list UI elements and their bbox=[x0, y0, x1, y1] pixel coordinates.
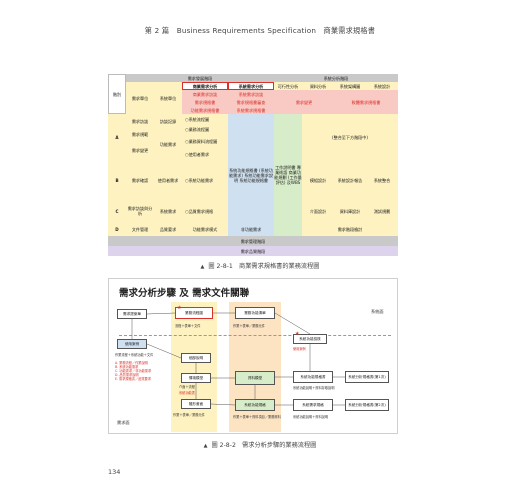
middle-column: 系統功能規格書 (系統功能需求) 系統功能需求說明 系統功能規格書 bbox=[228, 114, 274, 236]
r-cell-7: 需求變更 bbox=[274, 90, 334, 114]
prototype-box: 雛形畫面 bbox=[181, 399, 211, 409]
system-side-label: 系統面 bbox=[371, 309, 384, 314]
level-header: 階別 bbox=[108, 74, 126, 114]
fr-list-box: 業務功能清單 bbox=[235, 307, 275, 319]
demand-side-label: 需求面 bbox=[117, 420, 130, 425]
task-5: 需求訪談與分析 bbox=[126, 200, 154, 222]
note-9: 作業＋表單＋資料項目／業務資料 bbox=[233, 415, 281, 419]
side-separator bbox=[119, 335, 391, 336]
circle-item-5: ○ 系統功能需求 bbox=[182, 160, 228, 200]
diagram-title: 需求分析步驟 及 需求文件關聯 bbox=[119, 288, 250, 299]
bpd-column bbox=[171, 302, 217, 432]
circle-item-6: ○ 品質需求規格 bbox=[182, 200, 228, 222]
star-icon: ★ bbox=[177, 305, 182, 311]
note-10: 系統功能說明＋資料存取說明 bbox=[293, 386, 335, 390]
note-4: 作業流程＋系統功能＋文件 bbox=[115, 353, 154, 357]
task-11: 品質要求 bbox=[154, 222, 182, 236]
chain-sra: 系統需求分析 bbox=[228, 82, 274, 90]
diagram-connectors: ★ ★ bbox=[131, 305, 345, 406]
fr-sub-box: 系統功能規格書 bbox=[293, 371, 333, 383]
row-label-a: A bbox=[108, 114, 126, 160]
row-label-d: D bbox=[108, 222, 126, 236]
task-7: 訪談記錄 bbox=[154, 114, 182, 128]
demand-dev-header: 需求發展階段 bbox=[126, 74, 274, 82]
circle-item-2: ○ 業務流程圖 bbox=[182, 124, 228, 134]
note-8: 作業＋表單／業務元件 bbox=[173, 413, 205, 417]
feasibility-label: 可行性分析 bbox=[274, 82, 302, 90]
right-cell-9: 需求階段檢討 bbox=[302, 222, 398, 236]
detail-box: 細部說明 bbox=[181, 353, 211, 363]
r-cell-6: 系統需求規格書 bbox=[228, 106, 274, 114]
task-4: 需求確認 bbox=[126, 160, 154, 200]
bra-flow-table: 階別 需求發展階段 系統分析階段 需求單位 系統單位 商業需求分析 系統需求分析… bbox=[108, 74, 398, 246]
circle-item-1: ○ 系統流程圖 bbox=[182, 114, 228, 124]
page-number: 134 bbox=[108, 468, 121, 476]
bpd-box: 業務流程圖 bbox=[175, 307, 213, 319]
right-top: (整合至下方階段中) bbox=[302, 114, 398, 160]
r-cell-4: 需求規格書審查 bbox=[228, 98, 274, 106]
sys-b-box: 系統分析規格書(第2次) bbox=[345, 399, 389, 411]
page-header: 第 2 篇 Business Requirements Specificatio… bbox=[144, 26, 376, 35]
note-2: 作業＋表單／業務元件 bbox=[233, 324, 265, 328]
note-11: 系統功能說明＋資料說明 bbox=[293, 415, 329, 419]
right-cell-6: 介面設計 bbox=[302, 200, 334, 222]
bottom-band-2: 需求品質階段 bbox=[108, 246, 398, 256]
right-cell-5: 系統整合 bbox=[366, 160, 398, 200]
scenario-box: 情境模型 bbox=[181, 373, 211, 383]
right-cell-4: 系統設計報告 bbox=[334, 160, 366, 200]
task-1: 需求訪談 bbox=[126, 114, 154, 128]
fr-sys-box: 系統功能規格 bbox=[235, 399, 275, 411]
r-cell-1: 商業需求訪談 bbox=[182, 90, 228, 98]
bottom-band-1: 需求管理階段 bbox=[108, 236, 398, 246]
note-1: 流程＋表單＋文件 bbox=[175, 324, 201, 328]
sys-check-box: 系統功能檢核 bbox=[293, 334, 327, 344]
r-cell-2: 系統需求訪談 bbox=[228, 90, 274, 98]
chain-sd: 系統設計 bbox=[366, 82, 398, 90]
demand-unit: 需求單位 bbox=[126, 82, 154, 114]
usecase-box: 使用案例 bbox=[117, 339, 147, 349]
note-5: A. 業務流程／作業說明 B. 系統功能需求 C. 功能需求／非功能需求 D. … bbox=[115, 361, 152, 381]
figure2-caption: ▲圖 2-8-2 需求分析步驟的業務流程圖 bbox=[203, 442, 317, 449]
system-unit: 系統單位 bbox=[154, 82, 182, 114]
task-3: 需求變更 bbox=[126, 140, 154, 160]
right-cell-8: 測試規劃 bbox=[366, 200, 398, 222]
note-7: 系統功能表 bbox=[179, 391, 195, 395]
task-10: 系統需求 bbox=[154, 200, 182, 222]
right-cell-1: 資料分析 bbox=[302, 82, 334, 90]
proposal-box: 需求提案單 bbox=[117, 309, 147, 319]
requirements-analysis-diagram: 需求分析步驟 及 需求文件關聯 系統面 需求面 需求提案單 業務流程圖 流程＋表… bbox=[108, 278, 398, 434]
chain-bra: 商業需求分析 bbox=[182, 82, 228, 90]
right-cell-7: 資料庫設計 bbox=[334, 200, 366, 222]
task-2: 需求規範 bbox=[126, 128, 154, 140]
r-cell-3: 需求規格書 bbox=[182, 98, 228, 106]
right-cell-2: 系統架構圖 bbox=[334, 82, 366, 90]
sys-req-box: 系統需求規格 bbox=[293, 399, 333, 411]
note-6: 介面＋流程 bbox=[179, 385, 195, 389]
system-analysis-header: 系統分析階段 bbox=[274, 74, 398, 82]
row-label-c: C bbox=[108, 200, 126, 222]
data-model-box: 資料模型 bbox=[235, 371, 275, 385]
note-3: 使用案例 bbox=[293, 347, 306, 351]
task-8: 功能需求 bbox=[154, 128, 182, 160]
row-label-b: B bbox=[108, 160, 126, 200]
right-cell-3: 模組設計 bbox=[302, 160, 334, 200]
task-6: 文件管理 bbox=[126, 222, 154, 236]
circle-item-4: ○ 使用者需求 bbox=[182, 148, 228, 160]
feasibility-column: 工作說明書 專業術語 商業功能規劃 (工作量評估) 及WBS bbox=[274, 114, 302, 236]
star-icon-2: ★ bbox=[295, 331, 300, 337]
figure1-caption: ▲圖 2-8-1 商業需求規格書的業務流程圖 bbox=[200, 263, 320, 270]
circle-item-8: 非功能需求 bbox=[228, 222, 274, 236]
circle-item-3: ○ 業務資料流程圖 bbox=[182, 134, 228, 148]
task-9: 使用者需求 bbox=[154, 160, 182, 200]
r-cell-5: 功能需求規格書 bbox=[182, 106, 228, 114]
sys-a-box: 系統分析規格書(第1次) bbox=[345, 371, 389, 383]
r-cell-8: 軟體需求規格書 bbox=[334, 90, 398, 114]
circle-item-7: 功能需求模式 bbox=[182, 222, 228, 236]
